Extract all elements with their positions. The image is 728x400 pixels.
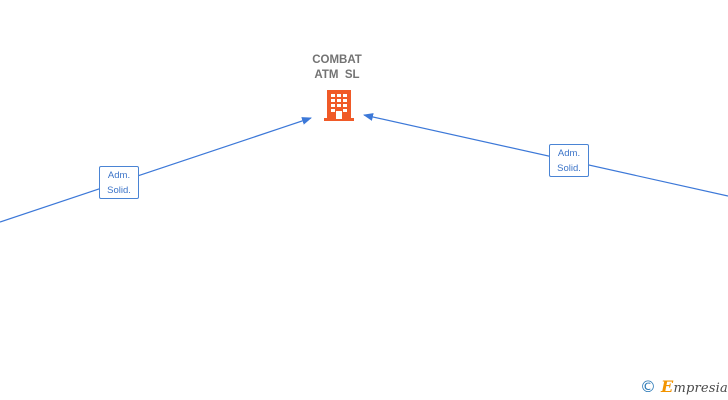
edge-right <box>363 113 728 197</box>
watermark: © Empresia <box>640 376 728 396</box>
building-icon[interactable] <box>324 90 354 121</box>
copyright-icon: © <box>640 376 657 396</box>
company-name-line1: COMBAT <box>312 54 362 66</box>
relation-label-left: Adm. Solid. <box>99 166 139 199</box>
brand-logo: Empresia <box>661 377 728 396</box>
brand-initial: E <box>661 376 674 396</box>
edge-left <box>0 117 312 223</box>
relation-label-right: Adm. Solid. <box>549 144 589 177</box>
relation-label-line2: Solid. <box>107 185 131 196</box>
company-name[interactable]: COMBAT ATM SL <box>297 53 377 82</box>
relation-label-line1: Adm. <box>107 170 131 181</box>
brand-rest: mpresia <box>673 380 728 396</box>
relation-label-line1: Adm. <box>557 148 581 159</box>
company-name-line2: ATM SL <box>314 68 360 81</box>
relation-label-line2: Solid. <box>557 163 581 174</box>
